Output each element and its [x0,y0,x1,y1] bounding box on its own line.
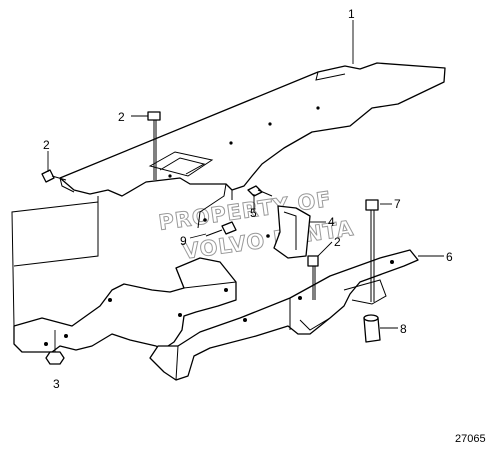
callout-9: 9 [180,234,187,248]
callout-6: 6 [446,250,453,264]
callout-5: 5 [250,206,257,220]
bolt-left [41,169,67,183]
middle-bracket [266,205,311,259]
stud [247,185,273,197]
callout-2-left: 2 [43,138,50,152]
callout-2-top: 2 [118,110,125,124]
callout-4: 4 [328,215,335,229]
watermark: PROPERTY OF VOLVO PENTA [157,186,356,264]
lower-left-bracket [11,196,237,353]
callouts: 1 2 2 2 3 4 5 6 7 8 9 [43,7,453,391]
bolt-top [147,111,161,180]
nut [45,330,65,365]
callout-3: 3 [53,377,60,391]
callout-8: 8 [400,322,407,336]
reference-number: 27065 [455,433,486,445]
callout-1: 1 [348,7,355,21]
bolt-nine [205,221,237,237]
leader-lines [47,20,444,329]
spacer-sleeve [363,314,381,343]
lower-mounting-rail [149,249,419,381]
bolt-right [307,255,319,300]
long-bolt [365,199,379,302]
callout-2-right: 2 [334,235,341,249]
callout-7: 7 [394,197,401,211]
